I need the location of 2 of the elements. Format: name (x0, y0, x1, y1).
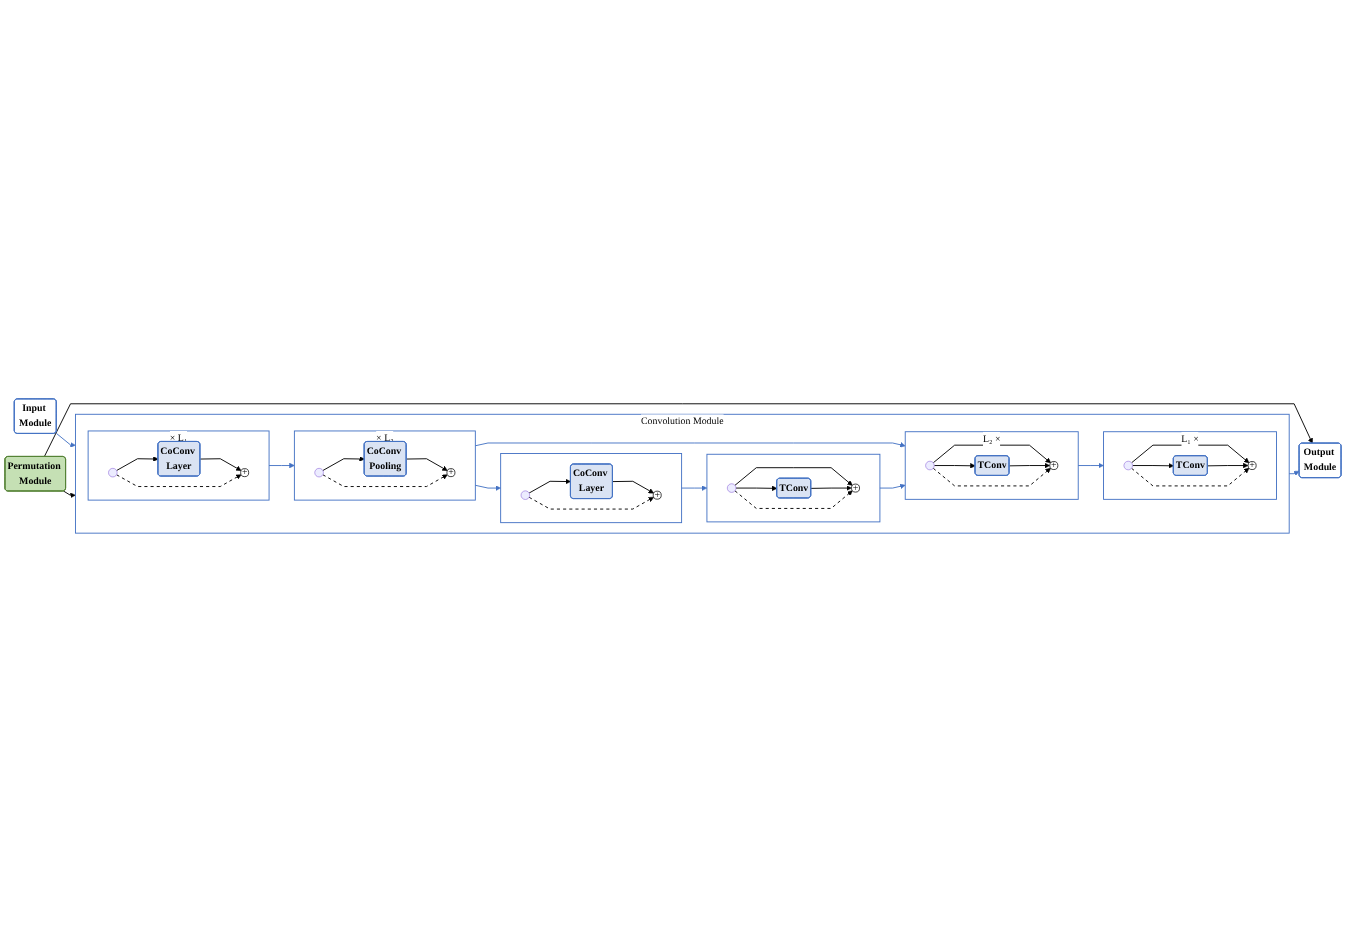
module-container (706, 453, 881, 523)
module-container (500, 453, 683, 524)
